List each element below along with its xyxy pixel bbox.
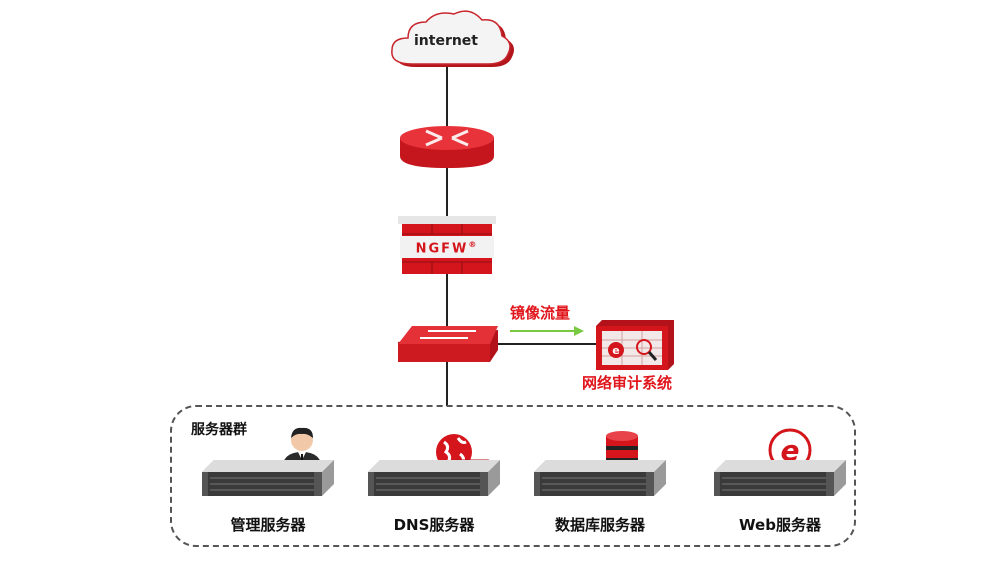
- router: [398, 124, 496, 170]
- cloud-icon: [391, 10, 514, 68]
- internet-label: internet: [413, 33, 478, 49]
- router-icon: [400, 126, 494, 168]
- mirror-traffic-label: 镜像流量: [510, 304, 571, 322]
- server-label: Web服务器: [739, 516, 821, 534]
- server-rack-icon: [202, 460, 334, 496]
- firewall-icon: [398, 216, 496, 274]
- link-internet-router: [446, 66, 448, 126]
- server-database: 数据库服务器: [532, 426, 668, 538]
- server-management: 管理服务器: [200, 426, 336, 538]
- link-router-firewall: [446, 168, 448, 218]
- link-switch-servers: [446, 362, 448, 406]
- audit-system-label: 网络审计系统: [582, 374, 673, 392]
- link-firewall-switch: [446, 274, 448, 326]
- link-switch-audit: [498, 343, 596, 345]
- server-group-title: 服务器群: [191, 422, 247, 438]
- server-rack-icon: [368, 460, 500, 496]
- svg-text:e: e: [612, 344, 619, 357]
- internet-cloud: internet: [384, 6, 514, 70]
- server-group-box: [170, 405, 856, 547]
- firewall-ngfw: NGFW®: [398, 216, 496, 276]
- audit-system: e: [594, 318, 676, 372]
- server-label: 管理服务器: [230, 516, 306, 534]
- server-dns: DNS服务器: [366, 426, 502, 538]
- svg-text:e: e: [781, 434, 800, 467]
- registered-mark: ®: [468, 240, 479, 249]
- server-label: DNS服务器: [393, 516, 475, 534]
- switch: [396, 322, 500, 366]
- server-rack-icon: [714, 460, 846, 496]
- firewall-label-text: NGFW: [415, 241, 469, 257]
- mirror-arrow: [510, 325, 584, 337]
- firewall-label: NGFW®: [398, 240, 496, 256]
- switch-icon: [398, 326, 498, 362]
- server-web: e Web服务器: [712, 426, 848, 538]
- audit-appliance-icon: e: [596, 320, 674, 370]
- server-label: 数据库服务器: [554, 516, 645, 534]
- server-rack-icon: [534, 460, 666, 496]
- arrow-right-icon: [510, 326, 584, 336]
